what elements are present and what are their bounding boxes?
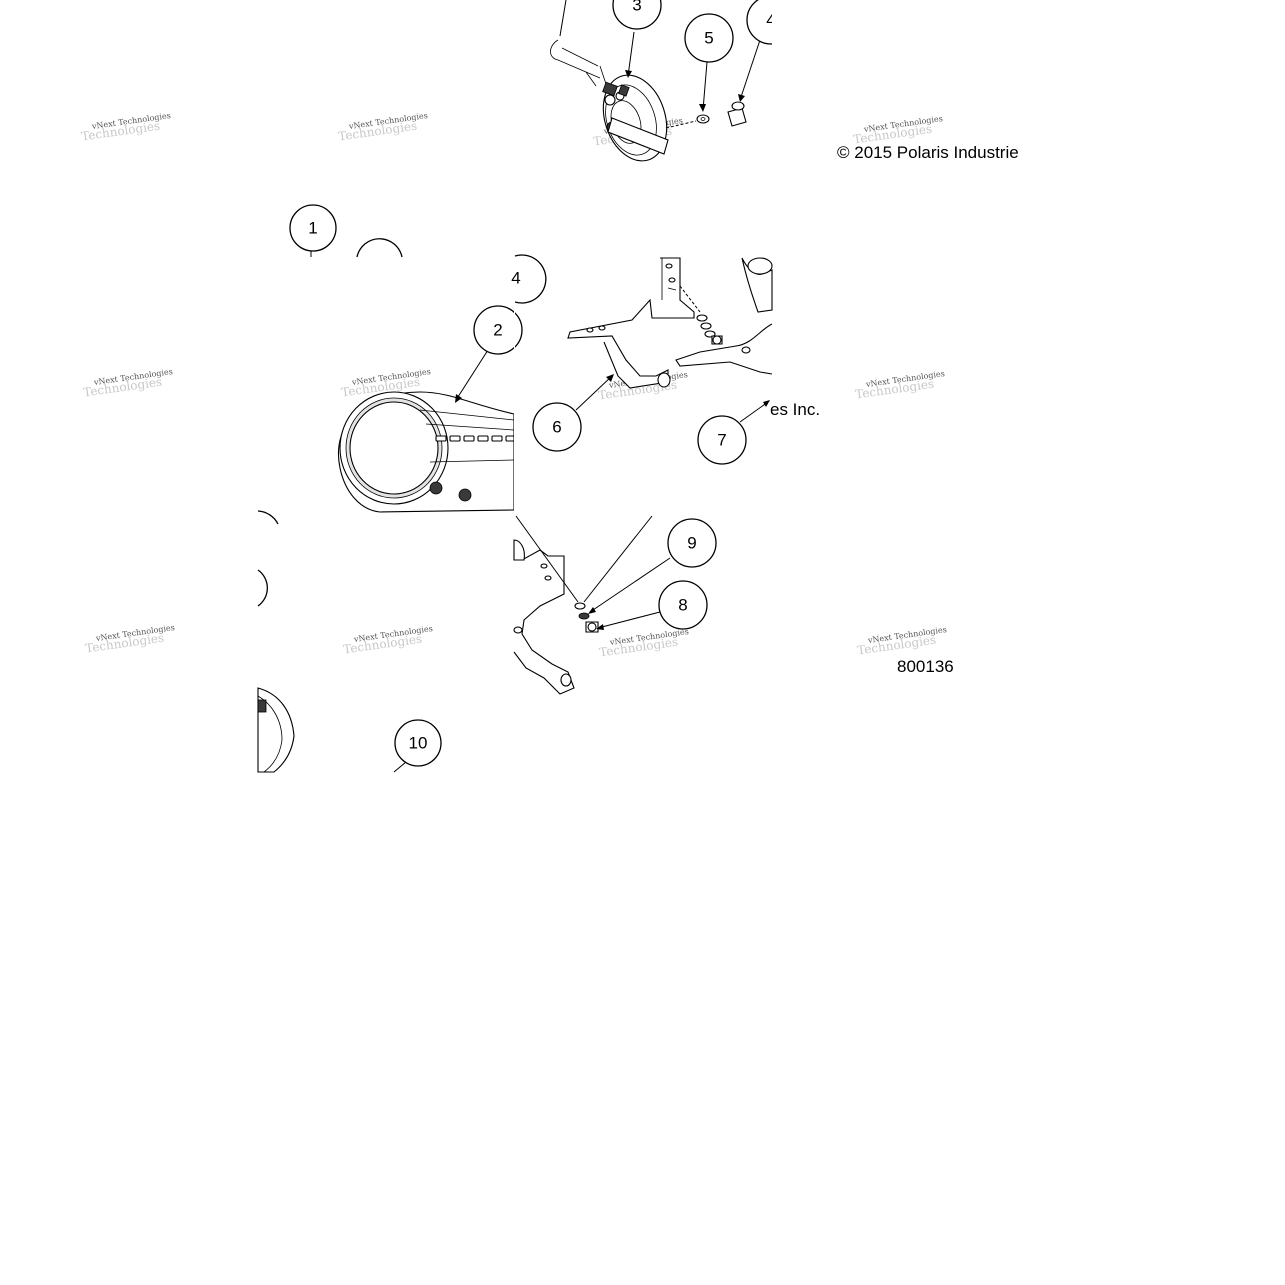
lower-bracket xyxy=(513,515,653,695)
svg-text:9: 9 xyxy=(687,534,696,553)
svg-text:2: 2 xyxy=(493,321,502,340)
gauge-edge xyxy=(257,687,295,773)
watermark: Technologies vNext Technologies xyxy=(82,367,173,400)
callout-7: 7 xyxy=(697,400,770,465)
callout-5: 5 xyxy=(684,13,734,112)
watermark: Technologies vNext Technologies xyxy=(342,624,433,657)
mounting-bracket xyxy=(567,257,773,389)
washer xyxy=(696,114,710,124)
callout-8: 8 xyxy=(596,580,708,630)
callout-10: 10 xyxy=(393,719,442,773)
svg-text:6: 6 xyxy=(552,418,561,437)
svg-text:7: 7 xyxy=(717,431,726,450)
callout-partial xyxy=(356,238,403,258)
watermark: Technologies vNext Technologies xyxy=(337,111,428,144)
diagram-number: 800136 xyxy=(897,657,954,676)
partial-callouts-left xyxy=(257,510,279,607)
callout-3: 3 xyxy=(612,0,662,78)
svg-text:10: 10 xyxy=(409,734,428,753)
washer xyxy=(574,602,586,610)
callout-1: 1 xyxy=(289,204,337,257)
bolt xyxy=(727,107,747,127)
svg-text:8: 8 xyxy=(678,596,687,615)
callout-9: 9 xyxy=(588,518,717,614)
gauge-button-right xyxy=(458,488,472,502)
copyright-notice: © 2015 Polaris Industrie xyxy=(837,143,1019,162)
watermark: Technologies vNext Technologies xyxy=(856,625,947,658)
watermark: Technologies vNext Technologies xyxy=(598,627,689,660)
bracket-arm xyxy=(567,257,695,389)
svg-text:4: 4 xyxy=(766,11,775,30)
watermark: Technologies vNext Technologies xyxy=(84,623,175,656)
callout-6: 6 xyxy=(532,374,614,452)
watermark: Technologies vNext Technologies xyxy=(854,369,945,402)
svg-text:4: 4 xyxy=(511,269,520,288)
svg-text:3: 3 xyxy=(632,0,641,15)
callout-2: 2 xyxy=(455,305,523,403)
lock-washer xyxy=(578,612,590,620)
lower-bracket-arm xyxy=(513,549,575,695)
callout-4-mid: 4 xyxy=(511,254,547,304)
gauge-lens xyxy=(349,401,439,495)
svg-text:5: 5 xyxy=(704,29,713,48)
gauge-button-left xyxy=(429,481,443,495)
bracket-plate xyxy=(675,323,773,375)
speedometer-assembly xyxy=(338,391,515,513)
watermark: Technologies vNext Technologies xyxy=(852,114,943,147)
watermark: Technologies vNext Technologies xyxy=(80,111,171,144)
copyright-fragment: es Inc. xyxy=(770,400,820,419)
horn-bracket xyxy=(607,117,669,155)
svg-text:1: 1 xyxy=(308,219,317,238)
horn-assembly xyxy=(550,0,747,162)
